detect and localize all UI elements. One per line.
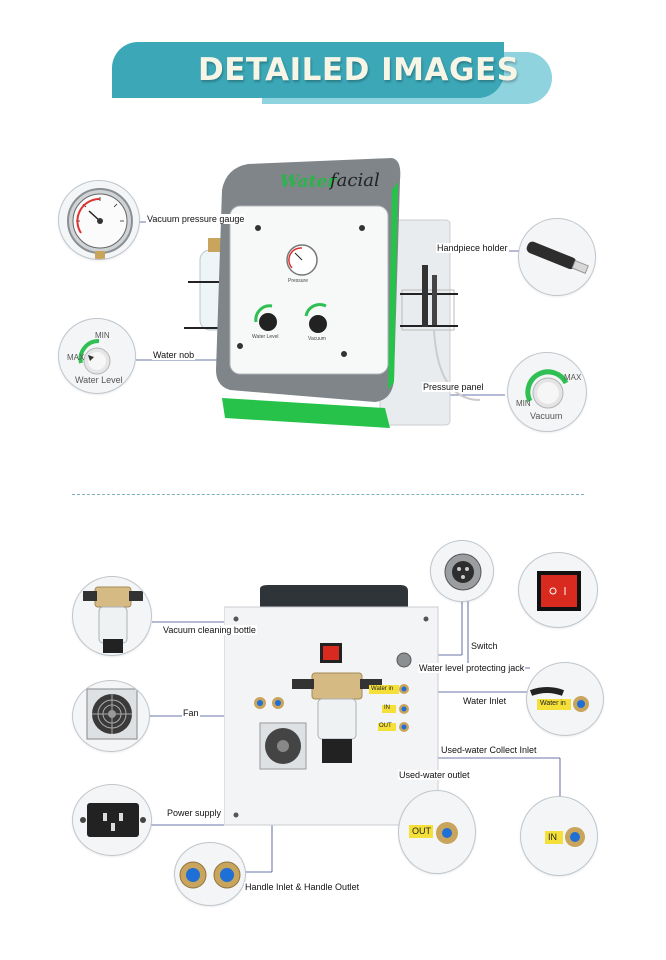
water-inlet-icon <box>529 687 589 712</box>
water-dial-min: MIN <box>95 331 110 340</box>
rocker-switch-icon <box>537 571 581 611</box>
used-outlet-closeup: OUT <box>398 790 476 874</box>
gauge-closeup <box>58 180 140 260</box>
vacuum-dial-max: MAX <box>564 373 582 382</box>
label-fan: Fan <box>182 708 200 718</box>
brand-word-water: Water <box>280 172 337 192</box>
handpiece-closeup <box>518 218 596 296</box>
page-title: DETAILED IMAGES <box>198 52 520 88</box>
label-handle-io: Handle Inlet & Handle Outlet <box>244 882 361 892</box>
facial-machine: Water facial Pressure Water Level Vacuum <box>180 150 500 435</box>
vacuum-dial-closeup: MIN MAX Vacuum <box>507 352 587 432</box>
vacuum-knob-icon <box>525 369 569 409</box>
machine-rear-illustration <box>223 585 439 826</box>
label-water-jack: Water level protecting jack <box>418 663 526 673</box>
label-vacuum-bottle: Vacuum cleaning bottle <box>162 625 257 635</box>
pressure-gauge-icon <box>67 188 133 259</box>
switch-closeup <box>518 552 598 628</box>
handle-ports-closeup <box>174 842 246 906</box>
facial-machine-illustration <box>184 158 481 428</box>
gauge-text: Pressure <box>288 278 309 284</box>
label-switch: Switch <box>470 641 499 651</box>
vacuum-dial-caption: Vacuum <box>530 411 563 421</box>
label-used-collect: Used-water Collect Inlet <box>440 745 538 755</box>
rear-tag-water-in: Water in <box>371 686 394 692</box>
water-dial-max: MAX <box>67 353 85 362</box>
out-port-icon <box>409 822 458 844</box>
handle-ports-icon <box>179 861 241 889</box>
vacuum-bottle-icon <box>83 586 143 653</box>
vacuum-knob-text: Vacuum <box>308 336 326 342</box>
fan-closeup <box>72 680 150 752</box>
out-tag: OUT <box>412 826 431 836</box>
label-power-supply: Power supply <box>166 808 223 818</box>
water-knob-icon <box>78 338 111 375</box>
collect-inlet-closeup: IN <box>520 796 598 876</box>
rear-tag-out: OUT <box>379 723 392 729</box>
label-used-outlet: Used-water outlet <box>398 770 471 780</box>
vacuum-dial-min: MIN <box>516 399 531 408</box>
jack-closeup <box>430 540 494 602</box>
rear-tag-in: IN <box>384 705 390 711</box>
in-port-icon <box>545 827 585 847</box>
water-dial-caption: Water Level <box>75 375 123 385</box>
bottle-closeup <box>72 576 152 656</box>
section-divider <box>72 494 584 495</box>
brand-word-facial: facial <box>330 170 380 191</box>
label-pressure-panel: Pressure panel <box>422 382 485 392</box>
fan-icon <box>86 688 138 740</box>
machine-rear: Water in IN OUT <box>223 585 444 830</box>
power-closeup <box>72 784 152 856</box>
header-banner: DETAILED IMAGES <box>112 42 552 104</box>
handpiece-icon <box>526 241 589 274</box>
label-vacuum-gauge: Vacuum pressure gauge <box>146 214 246 224</box>
power-socket-icon <box>80 803 146 837</box>
water-level-dial-closeup: MIN MAX Water Level <box>58 318 136 394</box>
water-inlet-tag: Water in <box>540 700 566 707</box>
water-knob-text: Water Level <box>252 334 279 340</box>
in-tag: IN <box>548 832 557 842</box>
label-water-nob: Water nob <box>152 350 196 360</box>
water-inlet-closeup: Water in <box>526 662 604 736</box>
jack-connector-icon <box>444 553 482 591</box>
label-handpiece-holder: Handpiece holder <box>436 243 509 253</box>
label-water-inlet: Water Inlet <box>462 696 508 706</box>
banner-front-shape <box>112 42 504 98</box>
